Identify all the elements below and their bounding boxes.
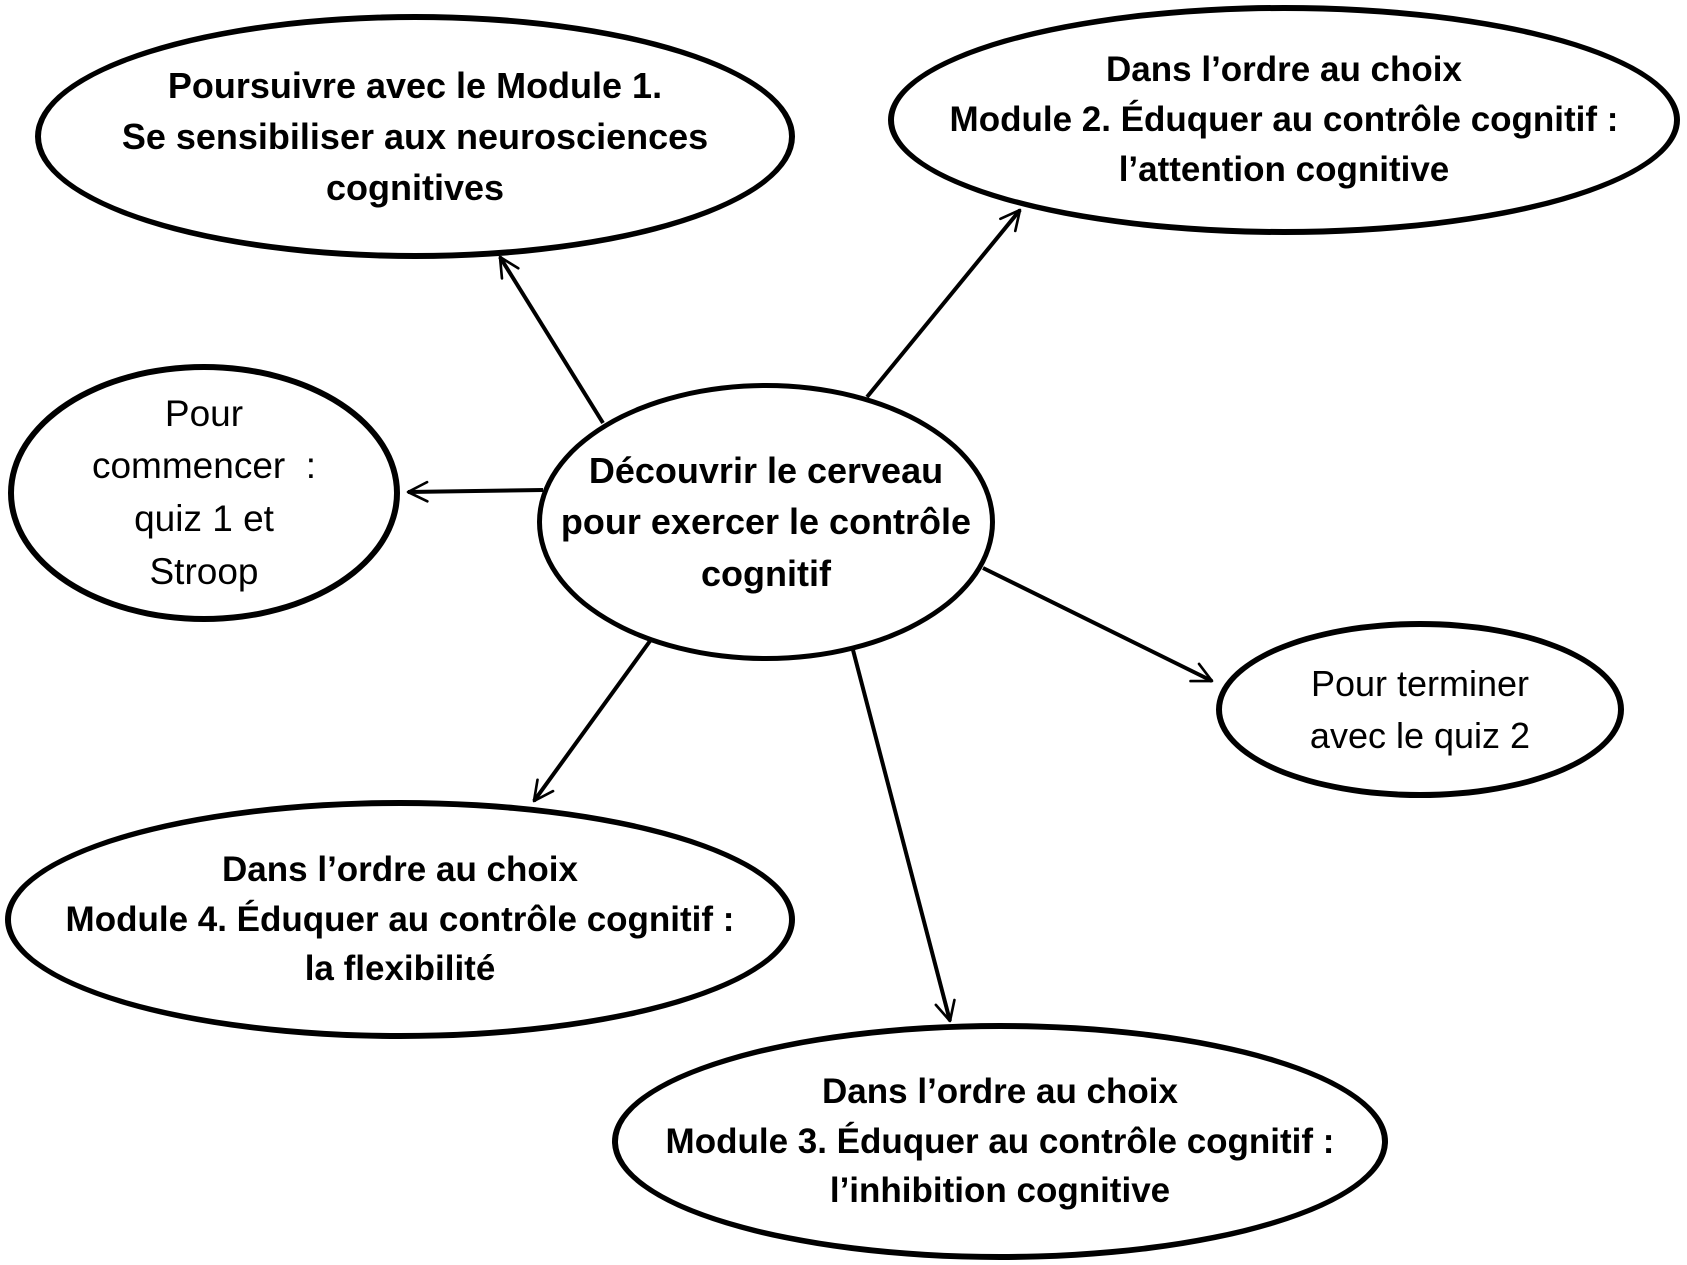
- node-text-line: Dans l’ordre au choix: [1106, 50, 1462, 90]
- node-text-line: pour exercer le contrôle: [560, 501, 972, 543]
- arrow-center-to-module1: [498, 255, 605, 425]
- node-text-line: la flexibilité: [304, 949, 496, 989]
- node-module2: Dans l’ordre au choix Module 2. Éduquer …: [888, 5, 1680, 235]
- arrow-center-to-quiz-end: [982, 566, 1214, 683]
- arrow-center-to-module4: [532, 639, 652, 803]
- node-text-line: Pour: [164, 392, 244, 434]
- node-text-line: Module 4. Éduquer au contrôle cognitif :: [65, 899, 735, 939]
- node-module3: Dans l’ordre au choix Module 3. Éduquer …: [612, 1023, 1388, 1260]
- arrow-center-to-quiz-start: [406, 480, 544, 503]
- node-text-line: cognitif: [701, 552, 831, 594]
- node-center: Découvrir le cerveau pour exercer le con…: [537, 383, 995, 661]
- node-text-line: Module 3. Éduquer au contrôle cognitif :: [665, 1121, 1335, 1161]
- arrow-center-to-module2: [865, 208, 1022, 399]
- node-text-line: cognitives: [325, 167, 505, 209]
- node-module4: Dans l’ordre au choix Module 4. Éduquer …: [5, 800, 795, 1039]
- node-text-line: Pour terminer: [1310, 663, 1530, 705]
- arrow-center-to-module3: [851, 649, 956, 1023]
- node-text-line: Module 2. Éduquer au contrôle cognitif :: [949, 100, 1619, 140]
- node-text-line: Stroop: [149, 550, 259, 592]
- node-module1: Poursuivre avec le Module 1. Se sensibil…: [35, 14, 795, 259]
- node-text-line: commencer :: [91, 445, 317, 487]
- node-text-line: Dans l’ordre au choix: [822, 1071, 1178, 1111]
- node-text-line: l’attention cognitive: [1118, 149, 1450, 189]
- node-text-line: l’inhibition cognitive: [829, 1171, 1171, 1211]
- node-text-line: Poursuivre avec le Module 1.: [167, 64, 663, 106]
- node-text-line: Découvrir le cerveau: [588, 450, 944, 492]
- node-text-line: avec le quiz 2: [1309, 714, 1531, 756]
- node-text-line: quiz 1 et: [134, 498, 274, 539]
- node-quiz-end: Pour terminer avec le quiz 2: [1216, 621, 1624, 798]
- node-text-line: Se sensibiliser aux neurosciences: [121, 115, 709, 157]
- node-quiz-start: Pour commencer : quiz 1 et Stroop: [8, 364, 400, 622]
- node-text-line: Dans l’ordre au choix: [222, 849, 578, 889]
